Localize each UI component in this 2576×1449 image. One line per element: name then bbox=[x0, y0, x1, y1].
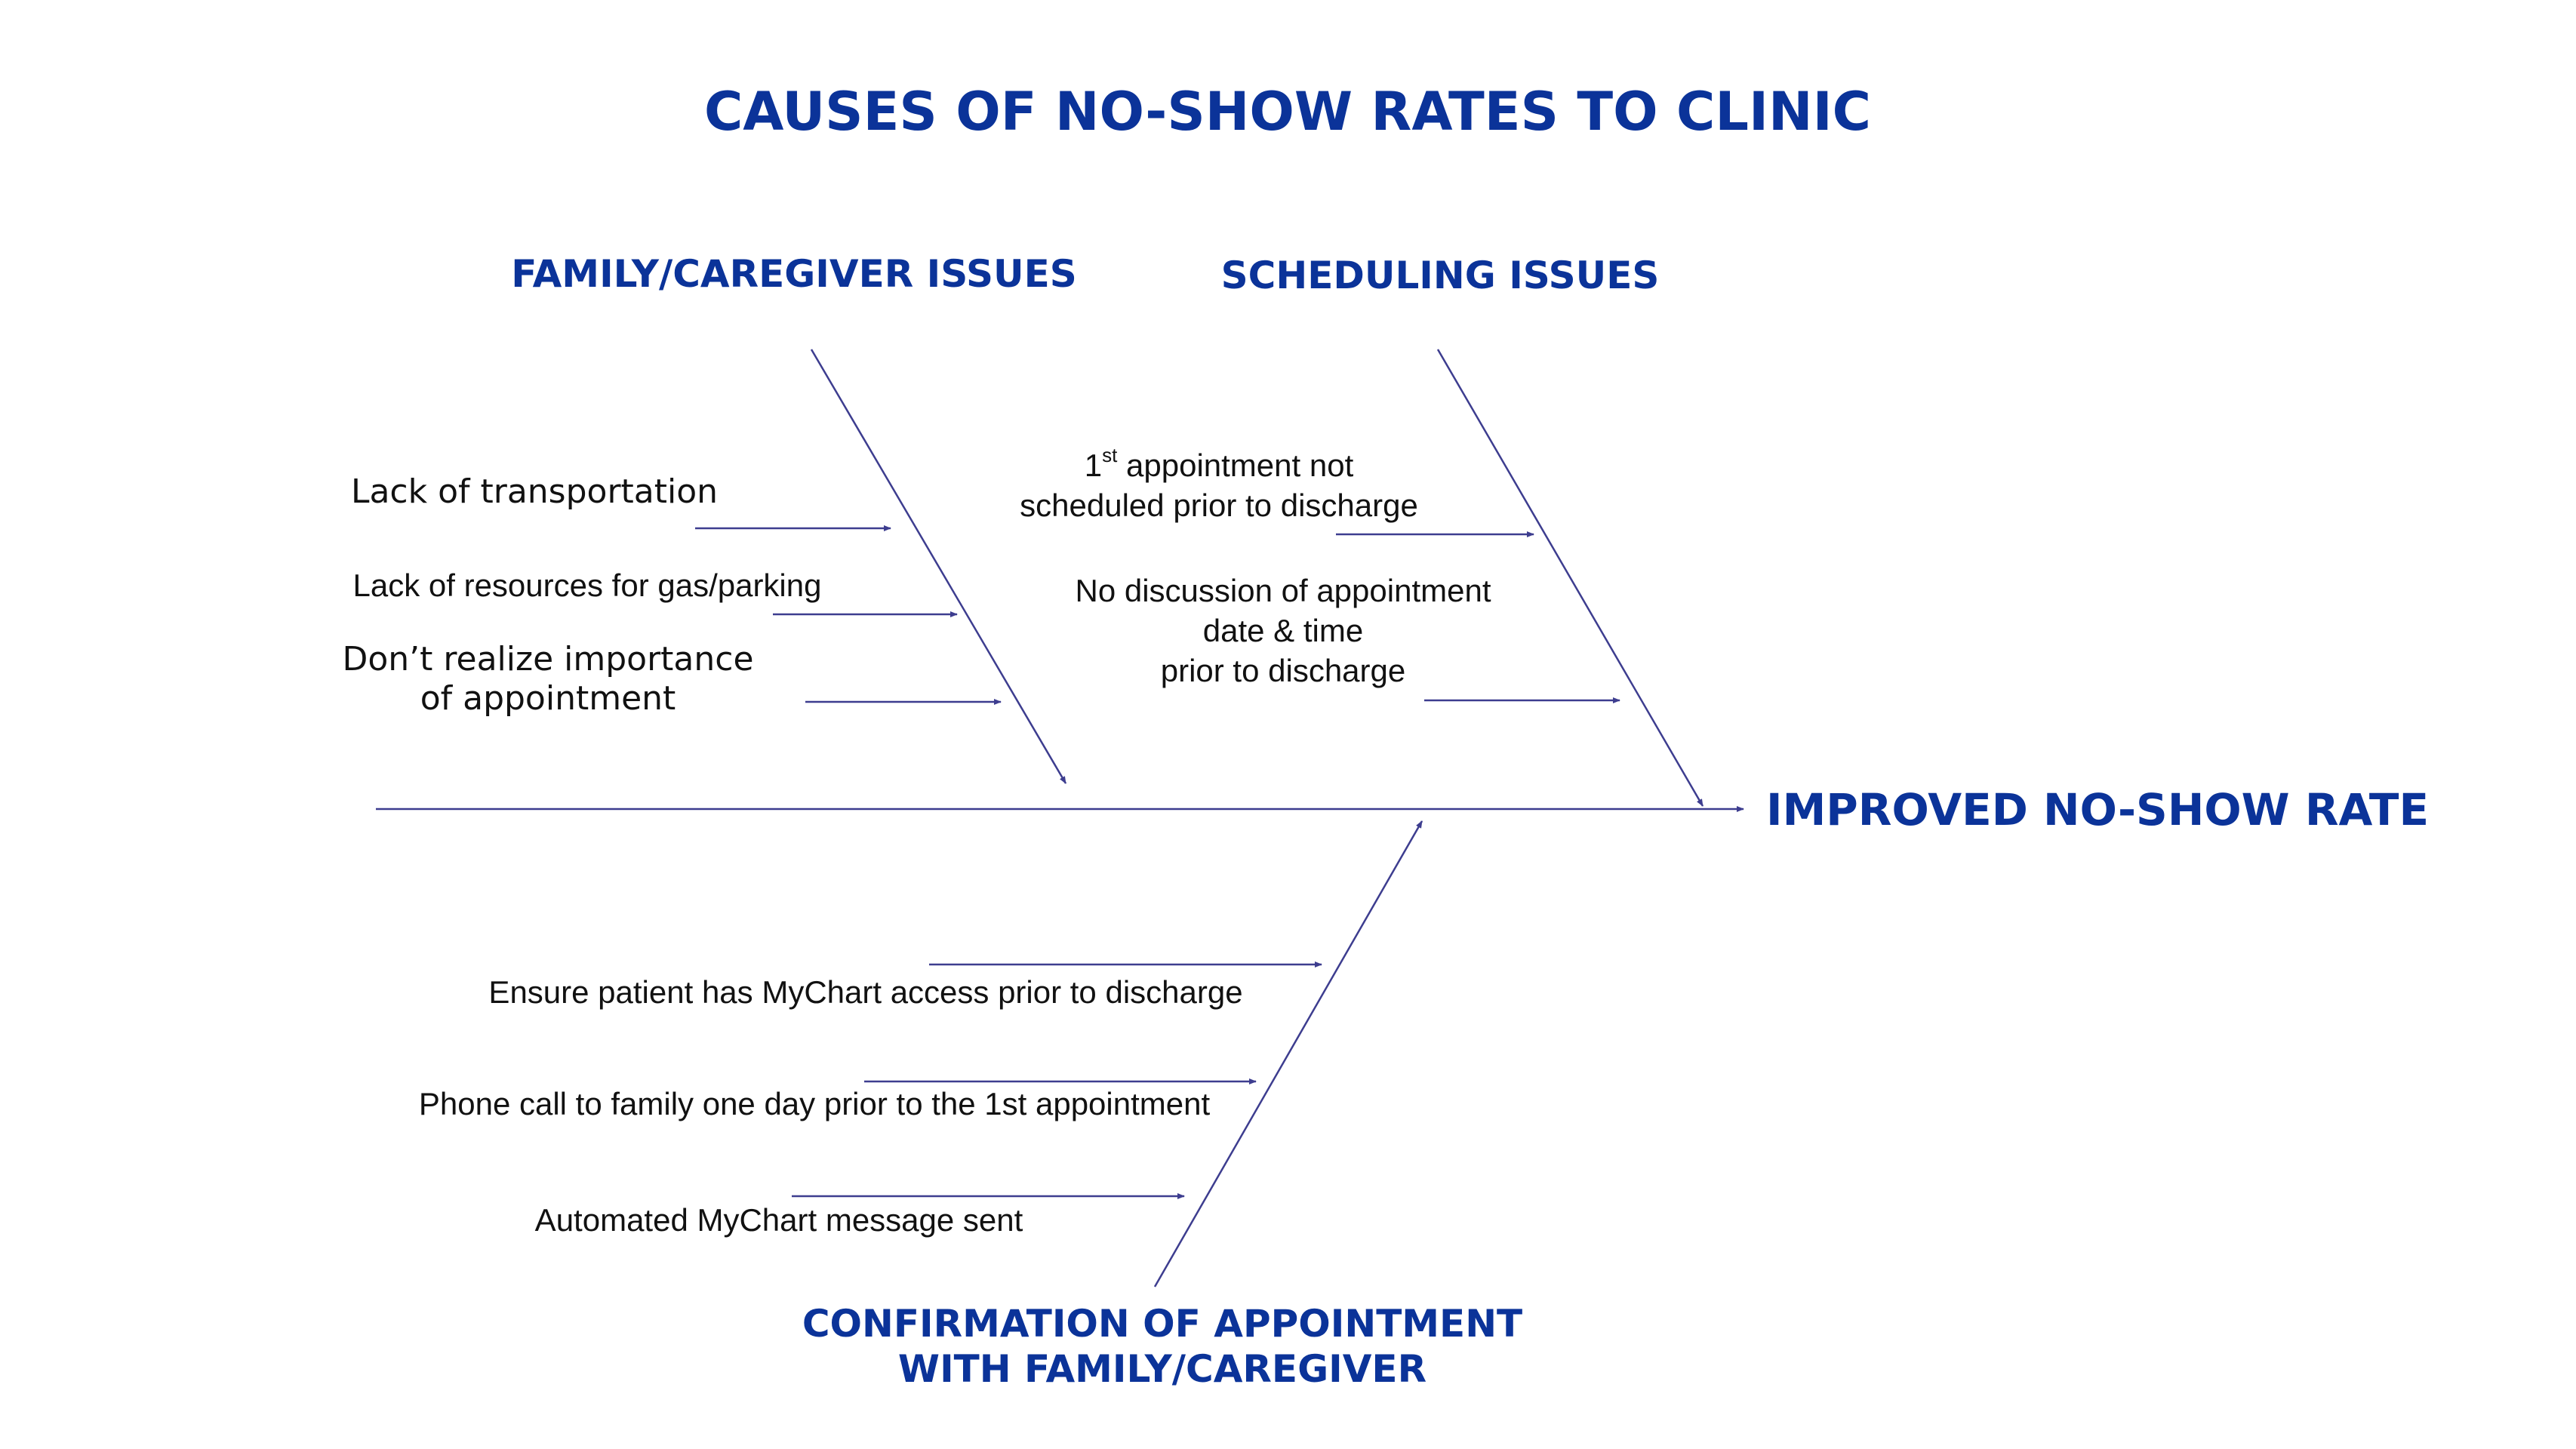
family-cause-3-line-2: of appointment bbox=[420, 679, 676, 718]
confirmation-cause-1: Ensure patient has MyChart access prior … bbox=[488, 974, 1243, 1010]
confirmation-cause-2: Phone call to family one day prior to th… bbox=[418, 1086, 1211, 1121]
scheduling-cause-2-line-1: No discussion of appointment bbox=[1075, 573, 1491, 608]
category-family-label: FAMILY/CAREGIVER ISSUES bbox=[511, 252, 1077, 296]
scheduling-cause-1-superscript: st bbox=[1102, 444, 1118, 466]
scheduling-cause-1: 1st appointment not scheduled prior to d… bbox=[1020, 445, 1418, 525]
scheduling-cause-2: No discussion of appointment date & time… bbox=[1076, 571, 1491, 691]
scheduling-cause-1-line-1: 1st appointment not bbox=[1020, 445, 1418, 485]
scheduling-cause-2-line-3: prior to discharge bbox=[1160, 653, 1406, 688]
family-cause-3: Don’t realize importance of appointment bbox=[342, 640, 753, 718]
category-confirmation-label: CONFIRMATION OF APPOINTMENT WITH FAMILY/… bbox=[802, 1301, 1522, 1392]
scheduling-cause-2-line-2: date & time bbox=[1202, 613, 1364, 648]
confirmation-cause-3: Automated MyChart message sent bbox=[534, 1202, 1023, 1238]
confirmation-label-line-1: CONFIRMATION OF APPOINTMENT bbox=[802, 1302, 1523, 1346]
confirmation-label-line-2: WITH FAMILY/CAREGIVER bbox=[897, 1347, 1427, 1391]
scheduling-cause-1-rest: appointment not bbox=[1117, 448, 1354, 483]
scheduling-cause-1-line-2: scheduled prior to discharge bbox=[1020, 488, 1418, 523]
scheduling-cause-1-number: 1 bbox=[1084, 448, 1103, 483]
family-cause-1: Lack of transportation bbox=[350, 472, 719, 511]
family-cause-3-line-1: Don’t realize importance bbox=[342, 640, 754, 678]
effect-label: IMPROVED NO-SHOW RATE bbox=[1766, 784, 2430, 835]
diagram-title: CAUSES OF NO-SHOW RATES TO CLINIC bbox=[703, 81, 1872, 143]
scheduling-bone bbox=[1436, 349, 1704, 807]
family-cause-2: Lack of resources for gas/parking bbox=[352, 568, 822, 603]
confirmation-bone bbox=[1153, 820, 1423, 1287]
category-scheduling-label: SCHEDULING ISSUES bbox=[1220, 254, 1660, 297]
family-bone bbox=[810, 349, 1067, 784]
